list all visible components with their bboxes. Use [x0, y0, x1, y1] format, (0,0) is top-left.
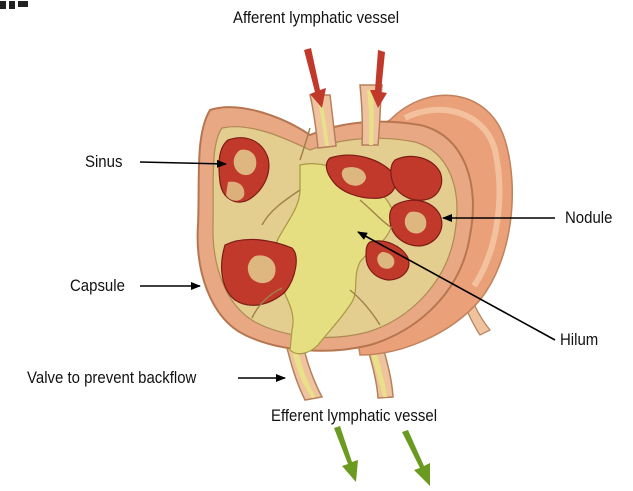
efferent-arrows [334, 426, 430, 486]
valve-label: Valve to prevent backflow [27, 368, 196, 388]
nodule-label: Nodule [565, 208, 612, 228]
afferent-arrows [304, 48, 387, 108]
efferent-vessel-label: Efferent lymphatic vessel [271, 406, 437, 426]
capsule-label: Capsule [70, 276, 125, 296]
sinus-label: Sinus [85, 152, 122, 172]
hilum-label: Hilum [560, 330, 598, 350]
afferent-vessel-label: Afferent lymphatic vessel [233, 8, 399, 28]
